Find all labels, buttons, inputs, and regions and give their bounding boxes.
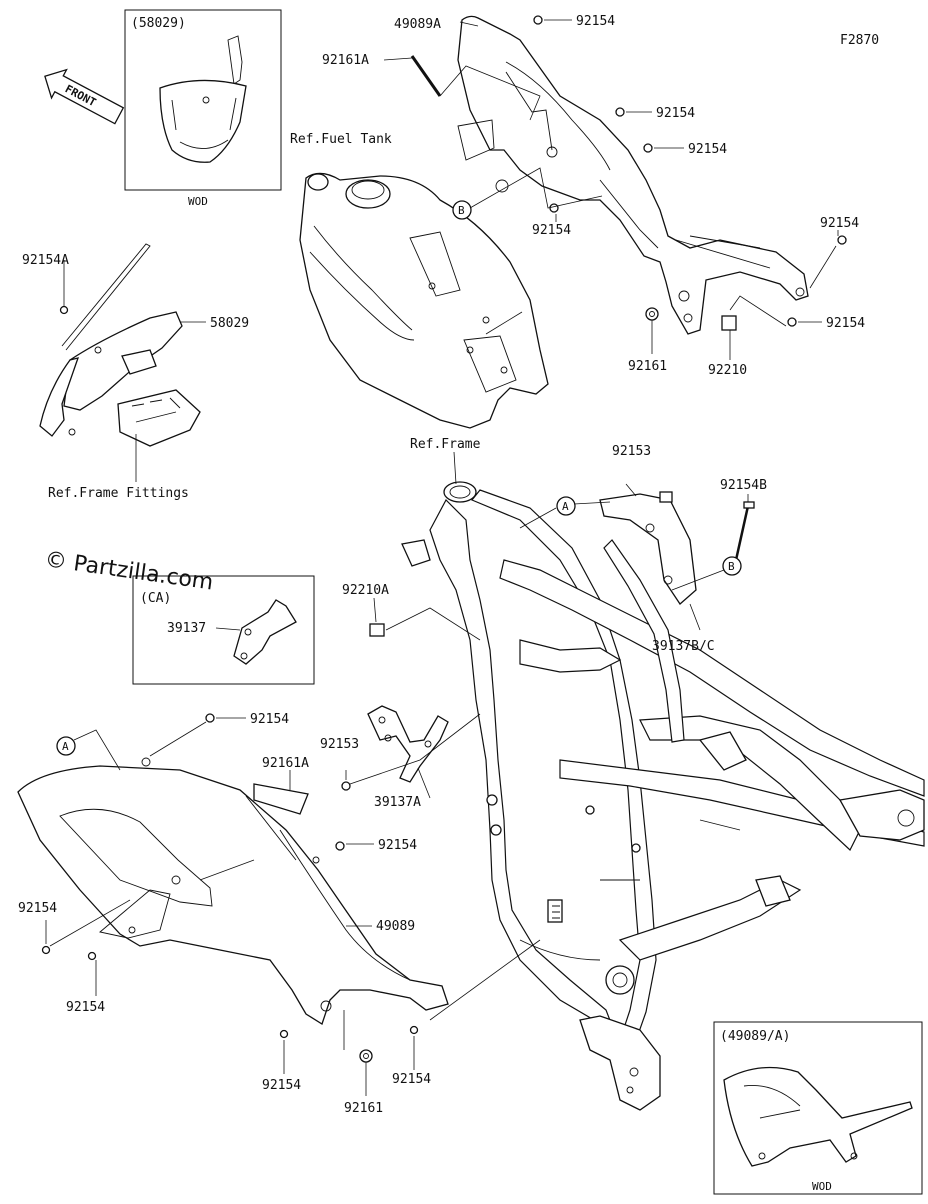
inset-49089a: (49089/A) WOD bbox=[713, 1021, 923, 1195]
part-labels: 49089A 92154 92161A 92154 92154 92154 92… bbox=[18, 14, 865, 1116]
label-ref-frame-fittings: Ref.Frame Fittings bbox=[48, 486, 189, 501]
bolt-92154b bbox=[734, 501, 755, 561]
inset-ca: (CA) 39137 bbox=[132, 575, 315, 685]
bracket-39137a bbox=[341, 705, 449, 791]
label-92154b: 92154B bbox=[720, 478, 767, 493]
label-49089: 49089 bbox=[376, 919, 415, 934]
inset-ca-part-label: 39137 bbox=[167, 621, 206, 636]
watermark: © Partzilla.com bbox=[43, 547, 215, 595]
fuel-tank bbox=[299, 172, 549, 429]
label-92210: 92210 bbox=[708, 363, 747, 378]
label-ref-frame: Ref.Frame bbox=[410, 437, 481, 452]
label-92154-2: 92154 bbox=[656, 106, 695, 121]
callout-a-upper: A bbox=[562, 500, 569, 513]
label-92154-9: 92154 bbox=[18, 901, 57, 916]
strip-92161a-top bbox=[410, 55, 442, 97]
label-92154-5: 92154 bbox=[820, 216, 859, 231]
label-58029: 58029 bbox=[210, 316, 249, 331]
callout-a-lower: A bbox=[62, 740, 69, 753]
label-92154a: 92154A bbox=[22, 253, 69, 268]
label-ref-fuel-tank: Ref.Fuel Tank bbox=[290, 132, 392, 147]
inset-58029-title: (58029) bbox=[131, 16, 186, 31]
label-92154-8: 92154 bbox=[378, 838, 417, 853]
callout-bubbles: B A B A bbox=[56, 200, 742, 756]
inset-49089a-title: (49089/A) bbox=[720, 1029, 790, 1044]
nut-92210a-icon bbox=[369, 623, 385, 637]
callout-b-upper: B bbox=[458, 204, 465, 217]
shroud-lower-left bbox=[17, 713, 449, 1063]
number-plate-58029 bbox=[39, 243, 201, 447]
label-92154-1: 92154 bbox=[576, 14, 615, 29]
label-92153-mid: 92153 bbox=[320, 737, 359, 752]
leader-lines bbox=[45, 19, 839, 1096]
label-39137bc: 39137B/C bbox=[652, 639, 715, 654]
bolts-upper bbox=[533, 15, 847, 331]
inset-58029-caption: WOD bbox=[188, 195, 208, 208]
label-92153-top: 92153 bbox=[612, 444, 651, 459]
figure-code: F2870 bbox=[840, 33, 879, 48]
label-92161a-mid: 92161A bbox=[262, 756, 309, 771]
label-92161-top: 92161 bbox=[628, 359, 667, 374]
label-92154-4: 92154 bbox=[532, 223, 571, 238]
inset-58029: (58029) WOD bbox=[124, 9, 282, 208]
label-92154-10: 92154 bbox=[66, 1000, 105, 1015]
label-92161a-top: 92161A bbox=[322, 53, 369, 68]
label-92154-11: 92154 bbox=[262, 1078, 301, 1093]
label-92154-6: 92154 bbox=[826, 316, 865, 331]
inset-49089a-caption: WOD bbox=[812, 1180, 832, 1193]
front-arrow-icon: FRONT bbox=[44, 68, 125, 125]
label-92154-3: 92154 bbox=[688, 142, 727, 157]
label-39137a: 39137A bbox=[374, 795, 421, 810]
label-92154-12: 92154 bbox=[392, 1072, 431, 1087]
callout-b-lower: B bbox=[728, 560, 735, 573]
label-92161-bottom: 92161 bbox=[344, 1101, 383, 1116]
label-49089a: 49089A bbox=[394, 17, 441, 32]
inset-ca-title: (CA) bbox=[140, 591, 171, 606]
label-92210a: 92210A bbox=[342, 583, 389, 598]
frame bbox=[401, 481, 925, 1111]
label-92154-7: 92154 bbox=[250, 712, 289, 727]
